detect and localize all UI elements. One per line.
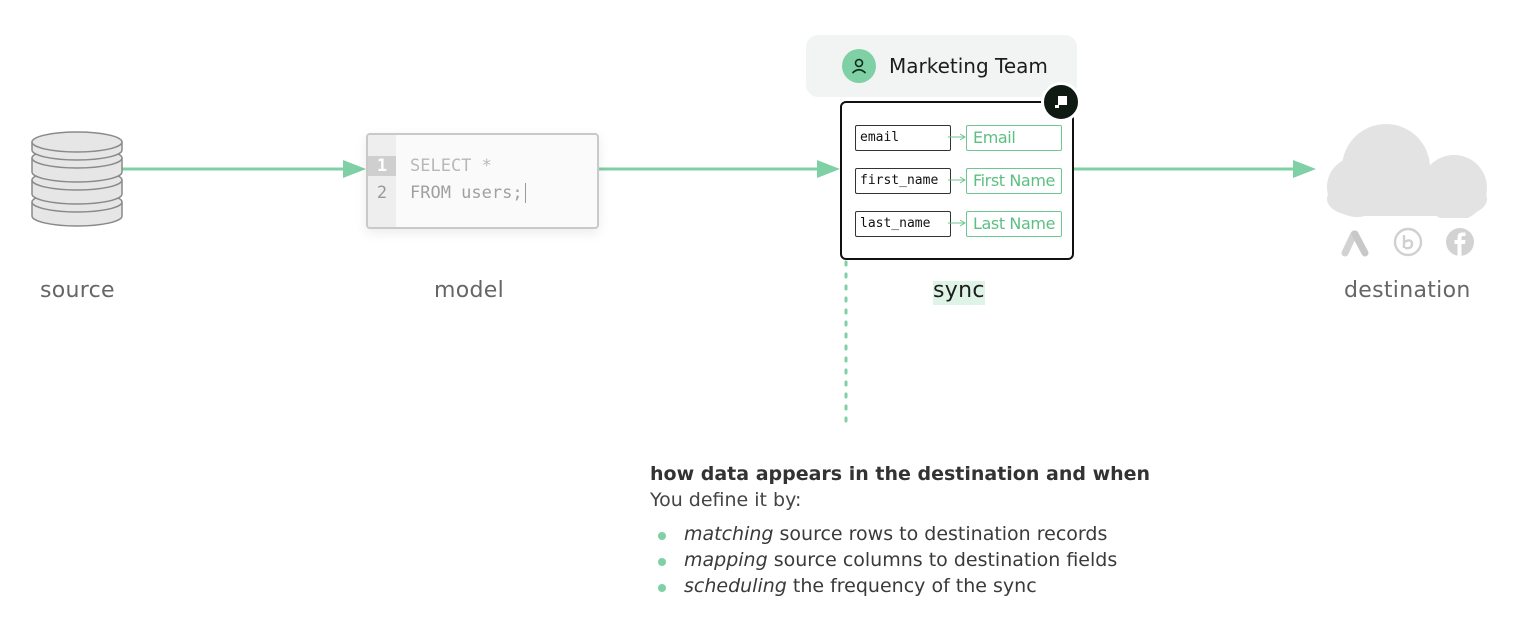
destination-field: First Name <box>966 168 1062 194</box>
source-to-model-arrowhead <box>343 160 366 178</box>
line-number: 2 <box>376 183 388 203</box>
braze-icon <box>1393 227 1423 257</box>
destination-field: Last Name <box>966 211 1062 237</box>
arrow-right-icon <box>948 133 966 141</box>
list-item: scheduling the frequency of the sync <box>658 575 1270 597</box>
bullet-emphasis: mapping <box>684 549 768 571</box>
team-pill: Marketing Team <box>806 35 1077 97</box>
stage-label-model: model <box>434 278 505 303</box>
bullet-text: the frequency of the sync <box>786 575 1037 597</box>
source-field: email <box>855 125 951 151</box>
list-item: matching source rows to destination reco… <box>658 523 1270 545</box>
model-to-sync-arrowhead <box>817 160 840 178</box>
sync-label-highlight <box>933 281 985 305</box>
mapping-row: first_name First Name <box>855 168 1062 194</box>
user-icon <box>842 49 876 83</box>
model-code-editor: 1 SELECT * 2 FROM users; <box>366 133 599 229</box>
hightouch-logo-icon <box>1041 82 1081 122</box>
database-icon <box>31 131 123 227</box>
stage-label-sync: sync <box>933 278 985 303</box>
team-name: Marketing Team <box>889 54 1048 78</box>
description-title: how data appears in the destination and … <box>650 463 1151 485</box>
list-item: mapping source columns to destination fi… <box>658 549 1270 571</box>
code-line-2: 2 FROM users; <box>368 180 526 206</box>
bullet-emphasis: scheduling <box>684 575 787 597</box>
arrow-right-icon <box>948 176 966 184</box>
bullet-text: source columns to destination fields <box>767 549 1118 571</box>
code-line-1: 1 SELECT * <box>368 153 492 179</box>
destination-field: Email <box>966 125 1062 151</box>
text-cursor <box>524 183 526 203</box>
mapping-row: last_name Last Name <box>855 211 1062 237</box>
source-field: first_name <box>855 168 951 194</box>
mapping-row: email Email <box>855 125 1062 151</box>
sync-to-destination-arrowhead <box>1293 160 1316 178</box>
source-field: last_name <box>855 211 951 237</box>
code-gutter <box>368 135 396 227</box>
code-text: FROM users; <box>410 183 523 203</box>
stage-label-destination: destination <box>1344 278 1471 303</box>
code-text: SELECT * <box>410 156 492 176</box>
cloud-icon <box>1327 124 1487 218</box>
line-number: 1 <box>368 156 396 176</box>
bullet-emphasis: matching <box>684 523 774 545</box>
description-bullets: matching source rows to destination reco… <box>658 523 1270 597</box>
sync-mapping-card: email Email first_name First Name last_n… <box>840 101 1074 260</box>
facebook-icon <box>1446 228 1474 256</box>
sync-description: how data appears in the destination and … <box>650 463 1270 601</box>
description-subtitle: You define it by: <box>650 489 802 511</box>
google-ads-icon <box>1341 230 1369 257</box>
bullet-text: source rows to destination records <box>773 523 1108 545</box>
arrow-right-icon <box>948 219 966 227</box>
stage-label-source: source <box>40 278 115 303</box>
destination-icons <box>1340 226 1476 258</box>
